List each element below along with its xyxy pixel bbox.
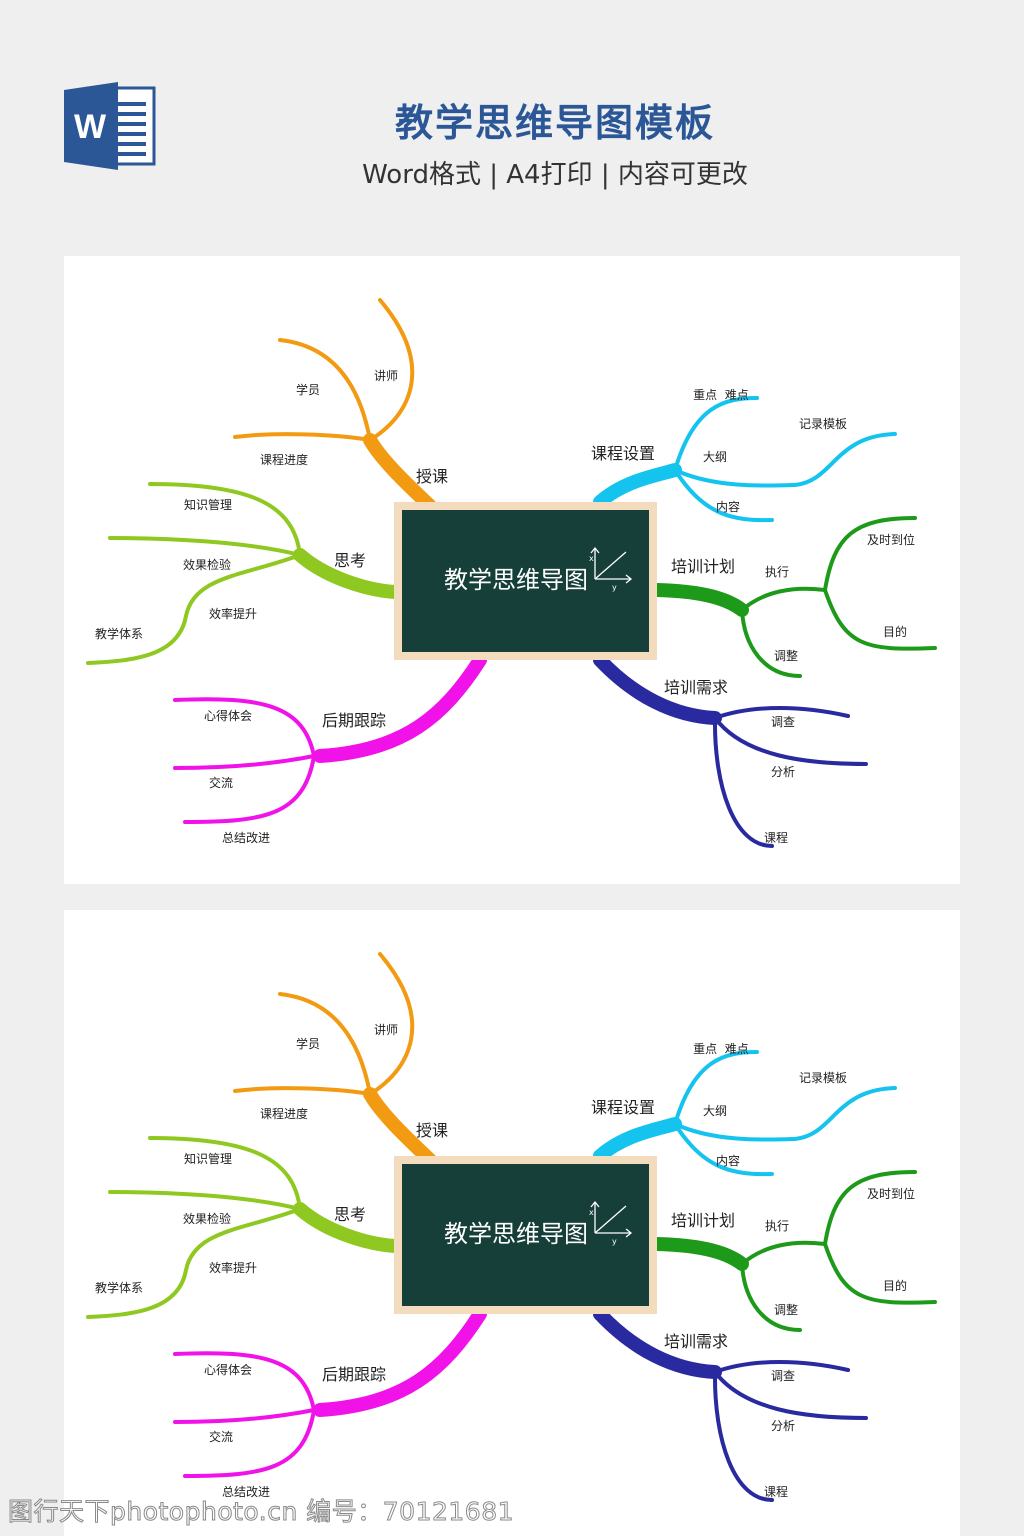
node-label: 内容 <box>716 1153 740 1168</box>
mind-map: 教学思维导图 x y 授课 思考 后期跟踪 课程设置 培训计划 培训需求 讲师 … <box>86 952 937 1502</box>
node-label: 效率提升 <box>209 606 257 621</box>
node-label: 目的 <box>883 1278 907 1293</box>
branch-label: 培训计划 <box>671 557 735 576</box>
branch-followup <box>173 1307 487 1478</box>
node-label: 讲师 <box>374 1022 398 1037</box>
branch-label: 授课 <box>416 467 448 486</box>
node-label: 记录模板 <box>799 1071 847 1085</box>
branch-teaching <box>233 298 437 513</box>
node-label: 效果检验 <box>183 1211 231 1226</box>
node-label: 内容 <box>716 499 740 514</box>
node-label: 调查 <box>771 715 795 729</box>
node-label: 知识管理 <box>184 497 232 512</box>
logo-letter: W <box>74 108 107 146</box>
node-label: 学员 <box>296 382 320 397</box>
node-label: 交流 <box>209 1429 233 1444</box>
branch-label: 后期跟踪 <box>322 711 386 730</box>
branch-label: 培训计划 <box>671 1211 735 1230</box>
branch-followup <box>173 653 487 824</box>
node-label: 调整 <box>774 1302 798 1317</box>
node-label: 课程 <box>764 1484 788 1499</box>
page-subtitle: Word格式 | A4打印 | 内容可更改 <box>362 160 748 190</box>
branch-course-setup <box>593 396 897 523</box>
preview-page-1: 教学思维导图 x y 授课 思考 后期跟踪 课程设置 培训计划 培训需求 讲师 … <box>64 256 960 884</box>
preview-page-2: 教学思维导图 x y 授课 思考 后期跟踪 课程设置 培训计划 培训需求 讲师 … <box>64 910 960 1536</box>
node-label: 讲师 <box>374 368 398 383</box>
blackboard: 教学思维导图 x y <box>394 1156 657 1314</box>
node-label: 课程 <box>764 830 788 845</box>
branch-label: 后期跟踪 <box>322 1365 386 1384</box>
node-label: 大纲 <box>703 1104 727 1118</box>
node-label: 课程进度 <box>260 1106 308 1121</box>
node-label: 总结改进 <box>222 831 270 845</box>
branch-label: 培训需求 <box>664 1332 728 1351</box>
word-file-icon: W <box>64 82 156 170</box>
branch-thinking <box>86 482 402 665</box>
branch-label: 思考 <box>334 551 366 570</box>
node-label: 重点 难点 <box>693 1042 749 1056</box>
node-label: 交流 <box>209 775 233 790</box>
axis-x-label: x <box>589 1208 594 1217</box>
node-label: 分析 <box>771 1419 795 1433</box>
node-label: 执行 <box>765 565 789 579</box>
xy-axis-icon <box>590 546 633 584</box>
node-label: 教学体系 <box>95 1280 143 1295</box>
node-label: 记录模板 <box>799 417 847 431</box>
node-label: 大纲 <box>703 450 727 464</box>
branch-teaching <box>233 952 437 1167</box>
branch-training-plan <box>650 516 937 678</box>
axis-y-label: y <box>612 1237 617 1246</box>
branch-training-needs <box>593 1307 868 1502</box>
node-label: 课程进度 <box>260 452 308 467</box>
mind-map: 教学思维导图 x y 授课 思考 后期跟踪 课程设置 培训计划 培训需求 讲师 … <box>86 298 937 848</box>
page-title: 教学思维导图模板 <box>394 101 715 145</box>
axis-y-label: y <box>612 583 617 592</box>
branch-label: 思考 <box>334 1205 366 1224</box>
node-label: 及时到位 <box>867 1186 915 1201</box>
axis-x-label: x <box>589 554 594 563</box>
node-label: 调查 <box>771 1369 795 1383</box>
node-label: 调整 <box>774 648 798 663</box>
center-topic: 教学思维导图 <box>444 566 588 594</box>
node-label: 分析 <box>771 765 795 779</box>
node-label: 知识管理 <box>184 1151 232 1166</box>
watermark: 图行天下photophoto.cn 编号：70121681 <box>7 1497 515 1527</box>
node-label: 重点 难点 <box>693 388 749 402</box>
node-label: 教学体系 <box>95 626 143 641</box>
branch-label: 课程设置 <box>591 1098 655 1117</box>
node-label: 效果检验 <box>183 557 231 572</box>
branch-training-plan <box>650 1170 937 1332</box>
node-label: 总结改进 <box>222 1485 270 1499</box>
branch-label: 授课 <box>416 1121 448 1140</box>
node-label: 及时到位 <box>867 532 915 547</box>
branch-thinking <box>86 1136 402 1319</box>
xy-axis-icon <box>590 1200 633 1238</box>
node-label: 心得体会 <box>204 708 252 723</box>
node-label: 目的 <box>883 624 907 639</box>
node-label: 效率提升 <box>209 1260 257 1275</box>
branch-label: 课程设置 <box>591 444 655 463</box>
branch-label: 培训需求 <box>664 678 728 697</box>
branch-course-setup <box>593 1050 897 1177</box>
branch-training-needs <box>593 653 868 848</box>
node-label: 心得体会 <box>204 1362 252 1377</box>
center-topic: 教学思维导图 <box>444 1220 588 1248</box>
blackboard: 教学思维导图 x y <box>394 502 657 660</box>
node-label: 学员 <box>296 1036 320 1051</box>
node-label: 执行 <box>765 1219 789 1233</box>
